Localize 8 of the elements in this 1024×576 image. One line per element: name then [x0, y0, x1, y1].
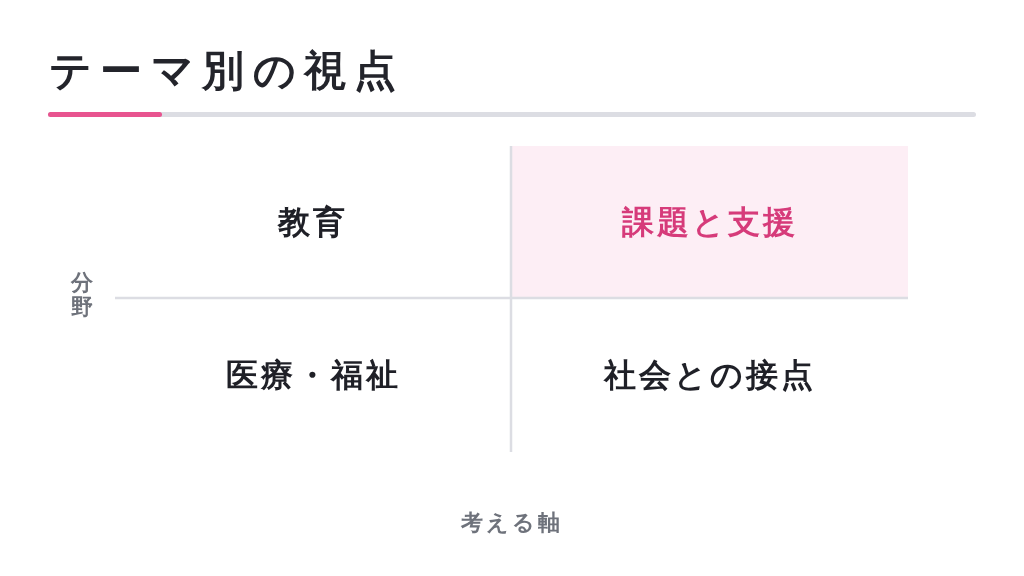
axis-label: 考える軸 [461, 509, 563, 537]
quadrant-label: 教育 [278, 202, 348, 242]
quadrant-label: 課題と支援 [622, 202, 798, 242]
axis-label: 分野 [71, 271, 93, 320]
quadrant-label: 医療・福祉 [225, 356, 401, 395]
diagram-title: テーマ別の視点 [49, 45, 405, 97]
quadrant-label: 社会との接点 [604, 356, 816, 395]
highlighted-quadrant [512, 146, 908, 298]
